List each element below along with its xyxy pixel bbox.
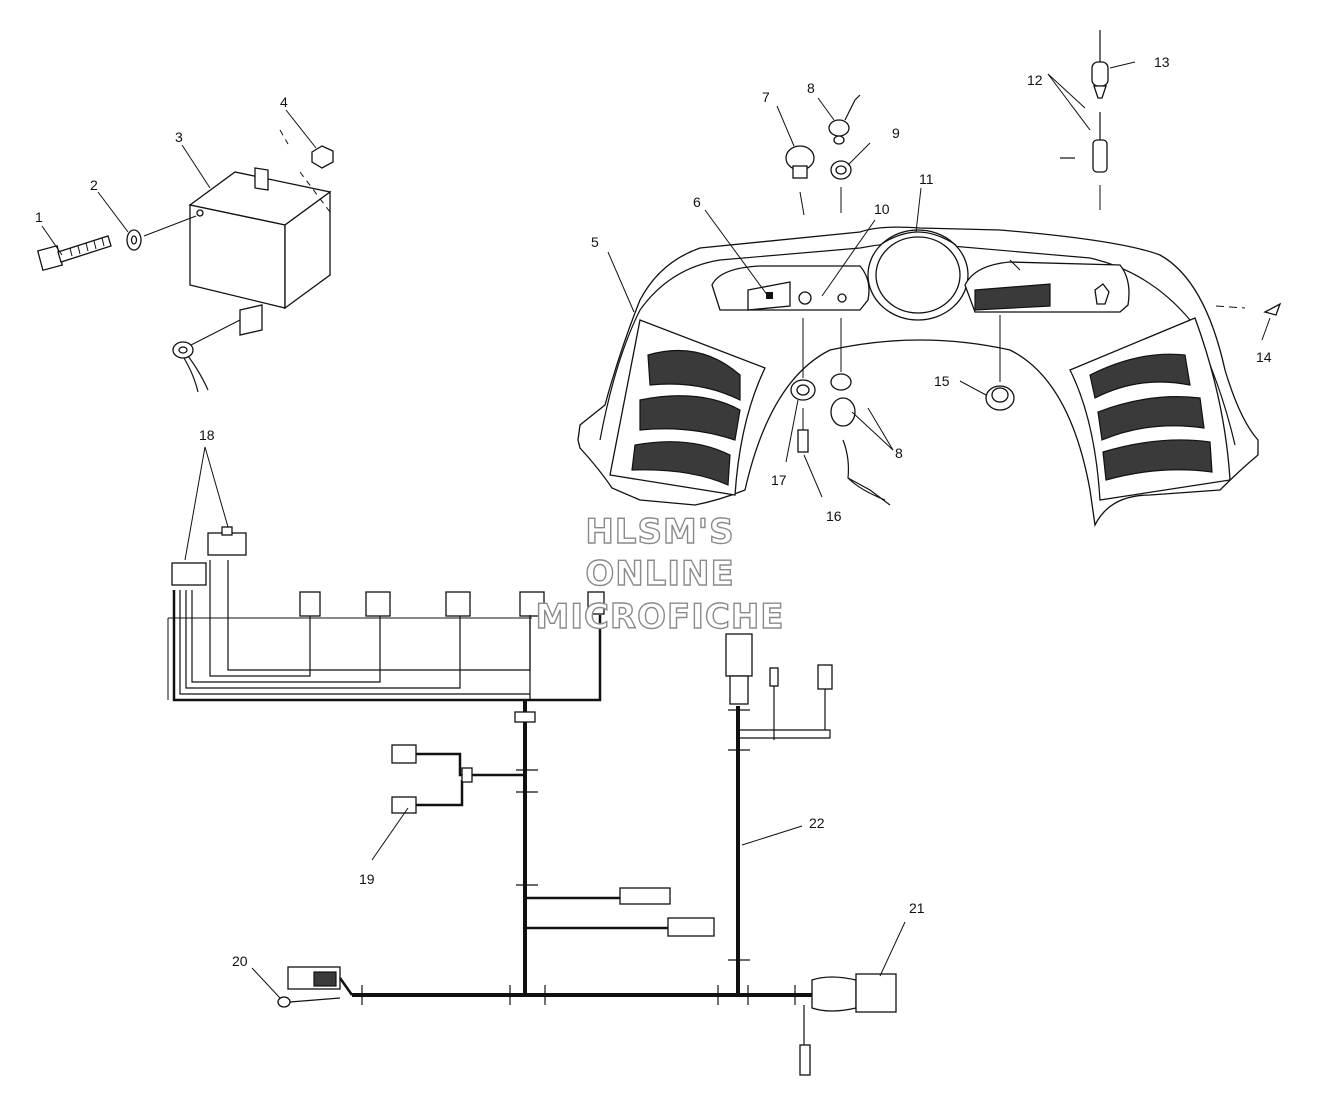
bulb-socket-part [1060,112,1108,210]
switch-knob-part [785,145,815,216]
callout-labels: 1 2 3 4 5 6 7 8 9 10 11 12 13 14 15 8 16… [35,54,1272,969]
instrument-sub-harness [167,526,605,702]
callout-19: 19 [359,871,375,887]
watermark: HLSM'S ONLINE MICROFICHE [535,511,784,637]
knob-part [985,315,1015,411]
callout-20: 20 [232,953,248,969]
callout-9: 9 [892,125,900,141]
callout-15: 15 [934,373,950,389]
switch-sub-harness [725,633,833,995]
watermark-line-2: ONLINE [585,554,734,594]
cdi-box-part [188,167,332,336]
callout-13: 13 [1154,54,1170,70]
callout-1: 1 [35,209,43,225]
callout-17: 17 [771,472,787,488]
callout-5: 5 [591,234,599,250]
callout-8-bottom: 8 [895,445,903,461]
callout-3: 3 [175,129,183,145]
callout-14: 14 [1256,349,1272,365]
washer-part [126,229,142,251]
key-switch-part [830,318,891,506]
grommet-part [830,160,852,213]
bulb-part [1091,30,1109,99]
watermark-line-3: MICROFICHE [535,597,784,637]
wiring-harness [167,526,897,1076]
callout-12: 12 [1027,72,1043,88]
left-connector-part [277,966,354,1008]
nut-part [279,129,334,213]
dash-panel-part [577,226,1259,528]
callout-11: 11 [919,171,934,187]
callout-6: 6 [693,194,701,210]
screw-part [1215,302,1282,316]
relay-sub-harness [391,744,525,814]
dash-components [785,30,1282,506]
callout-4: 4 [280,94,288,110]
callout-16: 16 [826,508,842,524]
ground-ring-part [172,319,241,393]
watermark-line-1: HLSM'S [585,512,734,552]
cdi-module-group [36,109,334,393]
callout-7: 7 [762,89,770,105]
leader-lines [184,61,1271,999]
callout-2: 2 [90,177,98,193]
callout-18: 18 [199,427,215,443]
main-connector-part [799,973,897,1076]
callout-10: 10 [874,201,890,217]
callout-8-top: 8 [807,80,815,96]
fuse-part [797,408,809,453]
callout-21: 21 [909,900,925,916]
grommet-lower-part [790,318,816,401]
ignition-switch-part [828,94,861,145]
callout-22: 22 [809,815,825,831]
bolt-part [36,235,112,272]
